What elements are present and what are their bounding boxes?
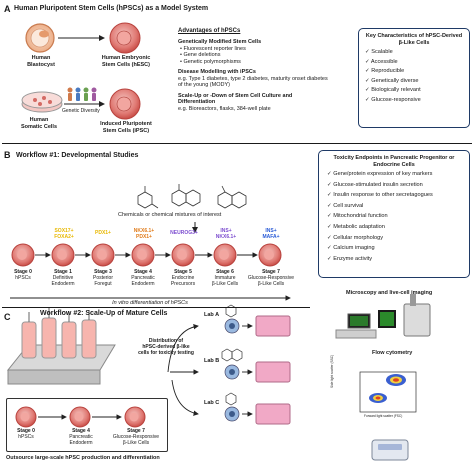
scale-text: e.g. Bioreactors, flasks, 384-well plate	[178, 105, 271, 112]
key-item: ✓ Accessible	[365, 58, 398, 65]
tox-title: Toxicity Endpoints in Pancreatic Progeni…	[333, 155, 455, 168]
flow-x-axis-label: Forward light scatter (FSC)	[364, 414, 403, 418]
tox-item: ✓ Cellular morphology	[327, 234, 383, 241]
somatic-label: Human Somatic Cells	[20, 117, 58, 130]
ipsc-cell-icon	[109, 88, 141, 120]
advantages-title: Advantages of hPSCs	[178, 28, 241, 34]
chem-label: Chemicals or chemical mixtures of intere…	[118, 212, 222, 218]
petri-dish-icon	[21, 91, 63, 113]
marker-stage7: INS+ MAFA+	[262, 228, 280, 240]
tox-item: ✓ Glucose-stimulated insulin secretion	[327, 181, 423, 188]
microscope-icon	[335, 294, 431, 339]
key-title: Key Characteristics of hPSC-Derived β-Li…	[365, 33, 463, 46]
ipsc-label: Induced Pluripotent Stem Cells (iPSC)	[100, 121, 152, 134]
advantages-block: Advantages of hPSCs Genetically Modified…	[178, 28, 328, 112]
blastocyst-icon	[25, 23, 55, 53]
chemical-structure-icons	[137, 184, 247, 209]
hesc-cell-icon	[109, 22, 141, 54]
gm-item: • Gene deletions	[180, 52, 221, 58]
key-item: ✓ Scalable	[365, 49, 393, 55]
plate-reader-icon	[371, 439, 409, 461]
gm-title: Genetically Modified Stem Cells	[178, 39, 262, 45]
marker-stage5: NEUROG3+	[170, 230, 198, 236]
diversity-label: Genetic Diversity	[62, 108, 100, 114]
differentiation-cells	[11, 243, 282, 267]
people-icon	[67, 87, 97, 101]
key-item: ✓ Biologically relevant	[365, 87, 421, 94]
outsource-label: Outsource large-scale hPSC production an…	[6, 455, 160, 461]
key-item: ✓ Genetically diverse	[365, 77, 419, 84]
gm-item: • Genetic polymorphisms	[180, 58, 241, 65]
flow-cytometry-plot	[359, 371, 417, 413]
bioreactor-icon	[6, 308, 116, 385]
section-divider	[2, 143, 472, 144]
tox-item: ✓ Enzyme activity	[327, 255, 373, 262]
flow-y-axis-label: Side light scatter (SSC)	[330, 354, 334, 388]
scale-title: Scale-Up or -Down of Stem Cell Culture a…	[178, 92, 293, 106]
tox-item: ✓ Insulin response to other secretagogue…	[327, 192, 433, 199]
lab-b-label: Lab B	[204, 358, 220, 364]
marker-stage6: INS+ NKX6.1+	[215, 228, 237, 240]
microscopy-label: Microscopy and live-cell imaging	[346, 290, 433, 296]
marker-stage1: SOX17+ FOXA2+	[54, 228, 74, 240]
outsource-inset-box	[6, 398, 168, 452]
lab-c-label: Lab C	[204, 400, 220, 406]
tox-item: ✓ Calcium imaging	[327, 245, 375, 252]
blastocyst-label: Human Blastocyst	[27, 55, 55, 68]
key-item: ✓ Reproducible	[365, 68, 405, 75]
section-c-title-visible: Workflow #2: Scale-Up of Mature Cells	[40, 310, 168, 317]
section-b-letter: B	[4, 150, 11, 160]
tox-item: ✓ Cell survival	[327, 202, 364, 209]
tox-item: ✓ Metabolic adaptation	[327, 223, 385, 230]
marker-stage3: PDX1+	[95, 230, 111, 236]
section-c-letter: C	[4, 312, 11, 322]
flow-label: Flow cytometry	[372, 350, 413, 356]
well-plate-icons	[255, 315, 291, 425]
key-item: ✓ Glucose-responsive	[365, 96, 421, 103]
toxicity-endpoints-box: Toxicity Endpoints in Pancreatic Progeni…	[318, 150, 470, 278]
section-c-divider	[2, 307, 310, 308]
section-a-title: Human Pluripotent Stem Cells (hPSCs) as …	[14, 5, 209, 12]
key-characteristics-box: Key Characteristics of hPSC-Derived β-Li…	[358, 28, 470, 128]
gm-item: • Fluorescent reporter lines	[180, 45, 246, 52]
hesc-label: Human Embryonic Stem Cells (hESC)	[101, 55, 151, 68]
invitro-label: In vitro differentiation of hPSCs	[112, 300, 188, 306]
section-a-letter: A	[4, 4, 11, 14]
distribution-label: Distribution of hPSC-derived β-like cell…	[138, 338, 194, 356]
tox-item: ✓ Mitochondrial function	[327, 213, 388, 220]
lab-cell-icons	[221, 304, 243, 422]
marker-stage4: NKX6.1+ PDX1+	[133, 228, 155, 240]
disease-title: Disease Modelling with iPSCs	[178, 69, 256, 75]
disease-text: e.g. Type 1 diabetes, type 2 diabetes, m…	[178, 75, 328, 89]
tox-item: ✓ Gene/protein expression of key markers	[327, 171, 433, 177]
section-b-title: Workflow #1: Developmental Studies	[16, 152, 139, 159]
lab-a-label: Lab A	[204, 312, 220, 318]
